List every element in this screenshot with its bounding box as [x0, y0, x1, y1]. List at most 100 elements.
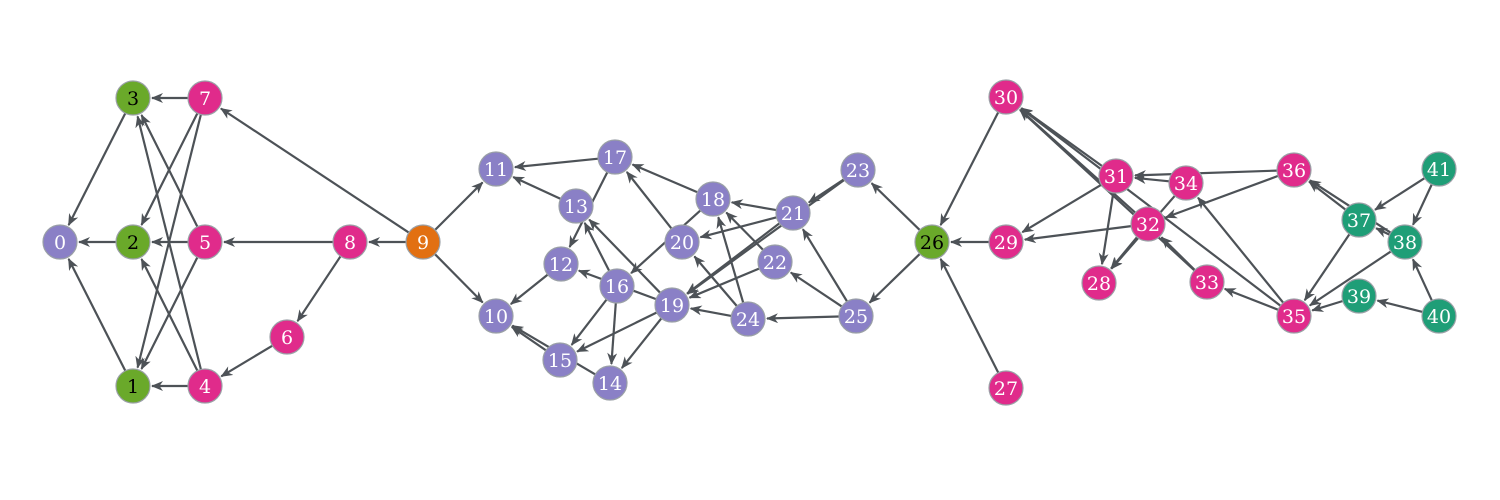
- node-label: 33: [1195, 272, 1219, 294]
- node-label: 21: [781, 203, 805, 225]
- node-circle: [115, 80, 151, 116]
- node-label: 26: [920, 232, 944, 254]
- node-24: 24: [730, 301, 766, 337]
- node-label: 36: [1282, 160, 1306, 182]
- node-circle: [1081, 265, 1117, 301]
- node-circle: [1341, 202, 1377, 238]
- node-12: 12: [543, 246, 579, 282]
- node-38: 38: [1387, 224, 1423, 260]
- edge-18-to-17: [631, 163, 698, 194]
- node-label: 9: [417, 232, 429, 254]
- node-label: 38: [1393, 232, 1417, 254]
- node-circle: [664, 224, 700, 260]
- edges-layer: [67, 93, 1433, 391]
- edge-30-to-26: [939, 111, 1000, 226]
- node-circle: [1276, 298, 1312, 334]
- node-label: 8: [344, 232, 356, 254]
- node-3: 3: [115, 80, 151, 116]
- node-circle: [187, 80, 223, 116]
- node-circle: [42, 224, 78, 260]
- edge-6-to-4: [220, 344, 273, 378]
- node-circle: [478, 298, 514, 334]
- edge-9-to-7: [220, 107, 410, 234]
- edge-5-to-3: [140, 114, 199, 228]
- node-label: 5: [199, 232, 211, 254]
- node-28: 28: [1081, 265, 1117, 301]
- node-label: 0: [54, 232, 66, 254]
- node-1: 1: [115, 368, 151, 404]
- node-circle: [1421, 151, 1457, 187]
- node-circle: [115, 368, 151, 404]
- node-13: 13: [558, 188, 594, 224]
- node-circle: [757, 244, 793, 280]
- node-circle: [187, 368, 223, 404]
- edge-26-to-23: [870, 182, 921, 231]
- node-circle: [187, 224, 223, 260]
- node-circle: [478, 151, 514, 187]
- node-circle: [695, 181, 731, 217]
- node-circle: [988, 224, 1024, 260]
- node-29: 29: [988, 224, 1024, 260]
- edge-27-to-26: [939, 258, 1000, 374]
- node-label: 17: [603, 147, 627, 169]
- node-2: 2: [115, 224, 151, 260]
- edge-37-to-35: [1303, 233, 1351, 302]
- node-16: 16: [599, 268, 635, 304]
- edge-4-to-3: [135, 115, 202, 370]
- node-39: 39: [1341, 278, 1377, 314]
- edge-17-to-11: [513, 157, 599, 171]
- node-circle: [775, 195, 811, 231]
- edge-38-to-35: [1308, 250, 1392, 307]
- edge-21-to-18: [730, 199, 777, 212]
- node-circle: [592, 365, 628, 401]
- node-circle: [988, 370, 1024, 406]
- node-10: 10: [478, 298, 514, 334]
- node-circle: [405, 224, 441, 260]
- edge-31-to-29: [1021, 183, 1102, 234]
- node-33: 33: [1189, 264, 1225, 300]
- node-22: 22: [757, 244, 793, 280]
- node-17: 17: [597, 139, 633, 175]
- edge-24-to-19: [689, 305, 732, 317]
- node-label: 24: [736, 309, 760, 331]
- node-25: 25: [838, 298, 874, 334]
- node-circle: [115, 224, 151, 260]
- node-label: 28: [1087, 273, 1111, 295]
- node-circle: [558, 188, 594, 224]
- node-label: 23: [846, 160, 870, 182]
- edge-16-to-15: [570, 298, 608, 346]
- node-15: 15: [542, 342, 578, 378]
- edge-36-to-31: [1134, 169, 1278, 181]
- node-37: 37: [1341, 202, 1377, 238]
- edge-41-to-37: [1374, 177, 1426, 211]
- edge-19-to-15: [576, 311, 658, 353]
- node-label: 13: [564, 196, 588, 218]
- node-label: 6: [281, 327, 293, 349]
- edge-32-to-29: [1023, 225, 1132, 244]
- node-label: 40: [1427, 306, 1451, 328]
- node-label: 19: [660, 295, 684, 317]
- edge-16-to-13: [583, 222, 611, 272]
- edge-40-to-39: [1376, 298, 1423, 313]
- edge-25-to-24: [766, 313, 840, 324]
- edge-33-to-32: [1160, 236, 1196, 271]
- node-label: 25: [844, 306, 868, 328]
- edge-23-to-19: [686, 179, 845, 295]
- node-32: 32: [1130, 206, 1166, 242]
- edge-19-to-14: [620, 317, 663, 369]
- edge-24-to-18: [716, 216, 745, 304]
- node-label: 7: [199, 88, 211, 110]
- edge-9-to-10: [434, 253, 484, 304]
- edge-15-to-10: [510, 325, 547, 352]
- node-circle: [1189, 264, 1225, 300]
- node-label: 14: [598, 373, 622, 395]
- edge-25-to-22: [789, 271, 843, 308]
- edge-13-to-11: [512, 176, 562, 200]
- node-8: 8: [332, 224, 368, 260]
- node-label: 39: [1347, 286, 1371, 308]
- edge-9-to-11: [434, 181, 484, 231]
- node-6: 6: [269, 319, 305, 355]
- node-circle: [730, 301, 766, 337]
